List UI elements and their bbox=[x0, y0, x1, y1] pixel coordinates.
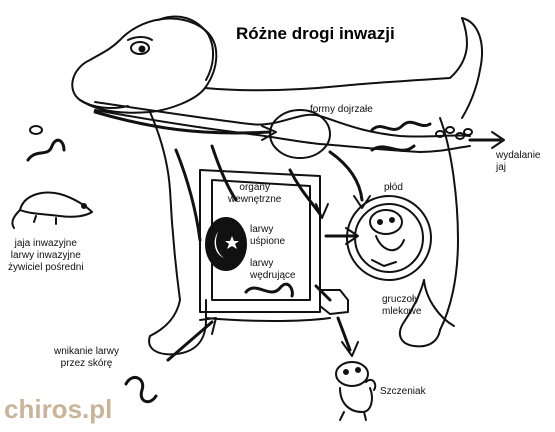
fetus-womb bbox=[346, 195, 432, 281]
label-puppy: Szczeniak bbox=[380, 386, 426, 397]
worm-top-left bbox=[26, 138, 66, 162]
mammary-gland bbox=[319, 289, 349, 315]
dog-head bbox=[71, 17, 218, 114]
digestive-tract bbox=[94, 101, 471, 138]
dog-tail bbox=[461, 17, 483, 119]
label-mammary-glands: gruczoły mlekowe bbox=[382, 294, 422, 317]
label-egg-excretion: wydalanie jaj bbox=[496, 150, 541, 173]
label-infective-eggs: jaja inwazyjne larwy inwazyjne żywiciel … bbox=[8, 238, 84, 273]
label-fetus: płód bbox=[384, 182, 403, 193]
watermark: chiros.pl bbox=[4, 394, 113, 424]
label-skin-penetration: wnikanie larwy przez skórę bbox=[54, 346, 120, 369]
front-leg bbox=[148, 299, 207, 356]
dog-eye bbox=[130, 41, 150, 55]
hind-leg bbox=[398, 279, 441, 348]
dog-back bbox=[204, 17, 468, 92]
wandering-larva bbox=[244, 282, 294, 298]
dormant-larvae bbox=[205, 217, 247, 271]
puppy bbox=[335, 361, 369, 387]
label-internal-organs: organy wewnętrzne bbox=[228, 182, 282, 205]
label-mature-forms: formy dojrzałe bbox=[310, 104, 373, 115]
label-wandering-larvae: larwy wędrujące bbox=[250, 258, 296, 281]
dog-ear bbox=[157, 15, 214, 81]
stomach bbox=[269, 109, 331, 159]
rat-host bbox=[19, 191, 93, 218]
label-dormant-larvae: larwy uśpione bbox=[250, 224, 286, 247]
diagram-title: Różne drogi inwazji bbox=[236, 24, 395, 43]
organs-box bbox=[199, 169, 321, 313]
worm-skin bbox=[124, 375, 158, 404]
